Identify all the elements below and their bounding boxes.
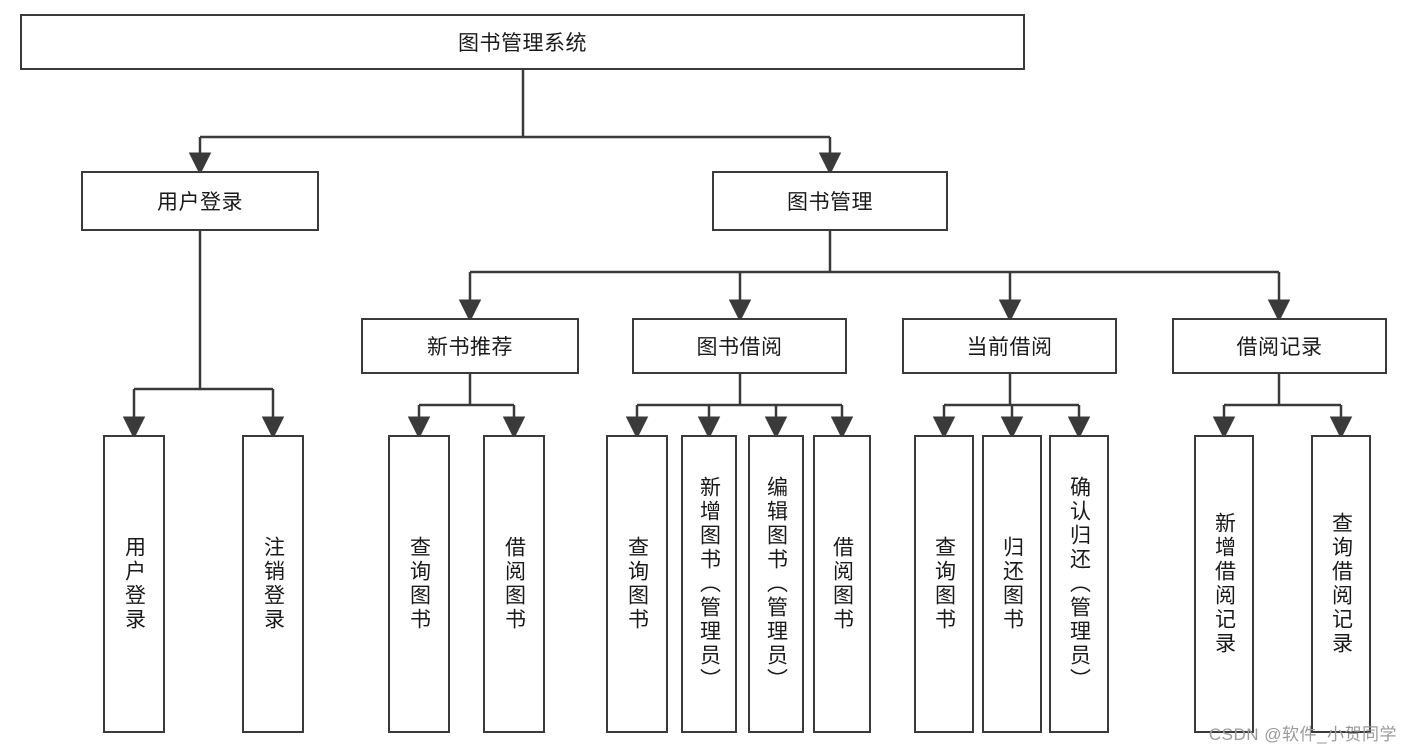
- leaf-query-book-2[interactable]: 查询图书: [606, 435, 668, 733]
- node-book-manage-label: 图书管理: [787, 191, 873, 214]
- node-new-book-recommend[interactable]: 新书推荐: [361, 318, 579, 374]
- node-current-borrow-label: 当前借阅: [966, 336, 1053, 359]
- leaf-confirm-return-admin-label: 确认归还（管理员）: [1067, 476, 1091, 692]
- node-borrow-record[interactable]: 借阅记录: [1172, 318, 1387, 374]
- node-root[interactable]: 图书管理系统: [20, 14, 1025, 70]
- leaf-add-borrow-record[interactable]: 新增借阅记录: [1194, 435, 1254, 733]
- leaf-query-book-3[interactable]: 查询图书: [914, 435, 974, 733]
- node-user-login-label: 用户登录: [157, 191, 243, 214]
- leaf-add-book-admin-label: 新增图书（管理员）: [697, 476, 721, 692]
- leaf-user-logout[interactable]: 注销登录: [242, 435, 304, 733]
- leaf-user-login-label: 用户登录: [122, 536, 146, 632]
- leaf-query-book-1-label: 查询图书: [407, 536, 431, 632]
- leaf-user-login[interactable]: 用户登录: [103, 435, 165, 733]
- leaf-borrow-book-2-label: 借阅图书: [830, 536, 854, 632]
- leaf-add-borrow-record-label: 新增借阅记录: [1212, 512, 1236, 656]
- leaf-borrow-book-1[interactable]: 借阅图书: [483, 435, 545, 733]
- leaf-return-book-label: 归还图书: [1000, 536, 1024, 632]
- leaf-add-book-admin[interactable]: 新增图书（管理员）: [681, 435, 737, 733]
- node-root-label: 图书管理系统: [458, 32, 587, 55]
- leaf-query-book-3-label: 查询图书: [932, 536, 956, 632]
- leaf-query-book-2-label: 查询图书: [625, 536, 649, 632]
- leaf-confirm-return-admin[interactable]: 确认归还（管理员）: [1049, 435, 1109, 733]
- node-book-borrow[interactable]: 图书借阅: [632, 318, 847, 374]
- leaf-user-logout-label: 注销登录: [261, 536, 285, 632]
- node-book-manage[interactable]: 图书管理: [712, 171, 948, 231]
- leaf-borrow-book-1-label: 借阅图书: [502, 536, 526, 632]
- leaf-borrow-book-2[interactable]: 借阅图书: [813, 435, 871, 733]
- node-borrow-record-label: 借阅记录: [1236, 336, 1323, 359]
- node-book-borrow-label: 图书借阅: [696, 336, 783, 359]
- leaf-edit-book-admin[interactable]: 编辑图书（管理员）: [748, 435, 804, 733]
- leaf-query-borrow-record[interactable]: 查询借阅记录: [1311, 435, 1371, 733]
- leaf-query-book-1[interactable]: 查询图书: [388, 435, 450, 733]
- leaf-return-book[interactable]: 归还图书: [982, 435, 1042, 733]
- node-current-borrow[interactable]: 当前借阅: [902, 318, 1117, 374]
- leaf-query-borrow-record-label: 查询借阅记录: [1329, 512, 1353, 656]
- node-user-login[interactable]: 用户登录: [81, 171, 319, 231]
- leaf-edit-book-admin-label: 编辑图书（管理员）: [764, 476, 788, 692]
- node-new-book-recommend-label: 新书推荐: [427, 336, 513, 359]
- watermark-text: CSDN @软件_小贺同学: [1208, 725, 1397, 744]
